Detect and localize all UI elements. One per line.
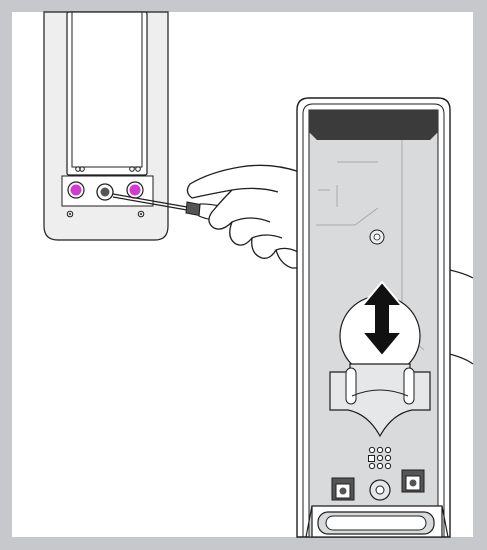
connector-right [402,470,424,492]
device-window [67,12,147,175]
center-screw-head [101,188,110,197]
back-panel [297,98,450,537]
device-unit [44,12,168,240]
panel-top-strip [309,110,438,140]
hinge [306,506,448,537]
button-left-accent [71,185,82,196]
button-right-accent [130,185,141,196]
connector-left [332,478,354,500]
keypad-dots-icon [369,447,391,468]
